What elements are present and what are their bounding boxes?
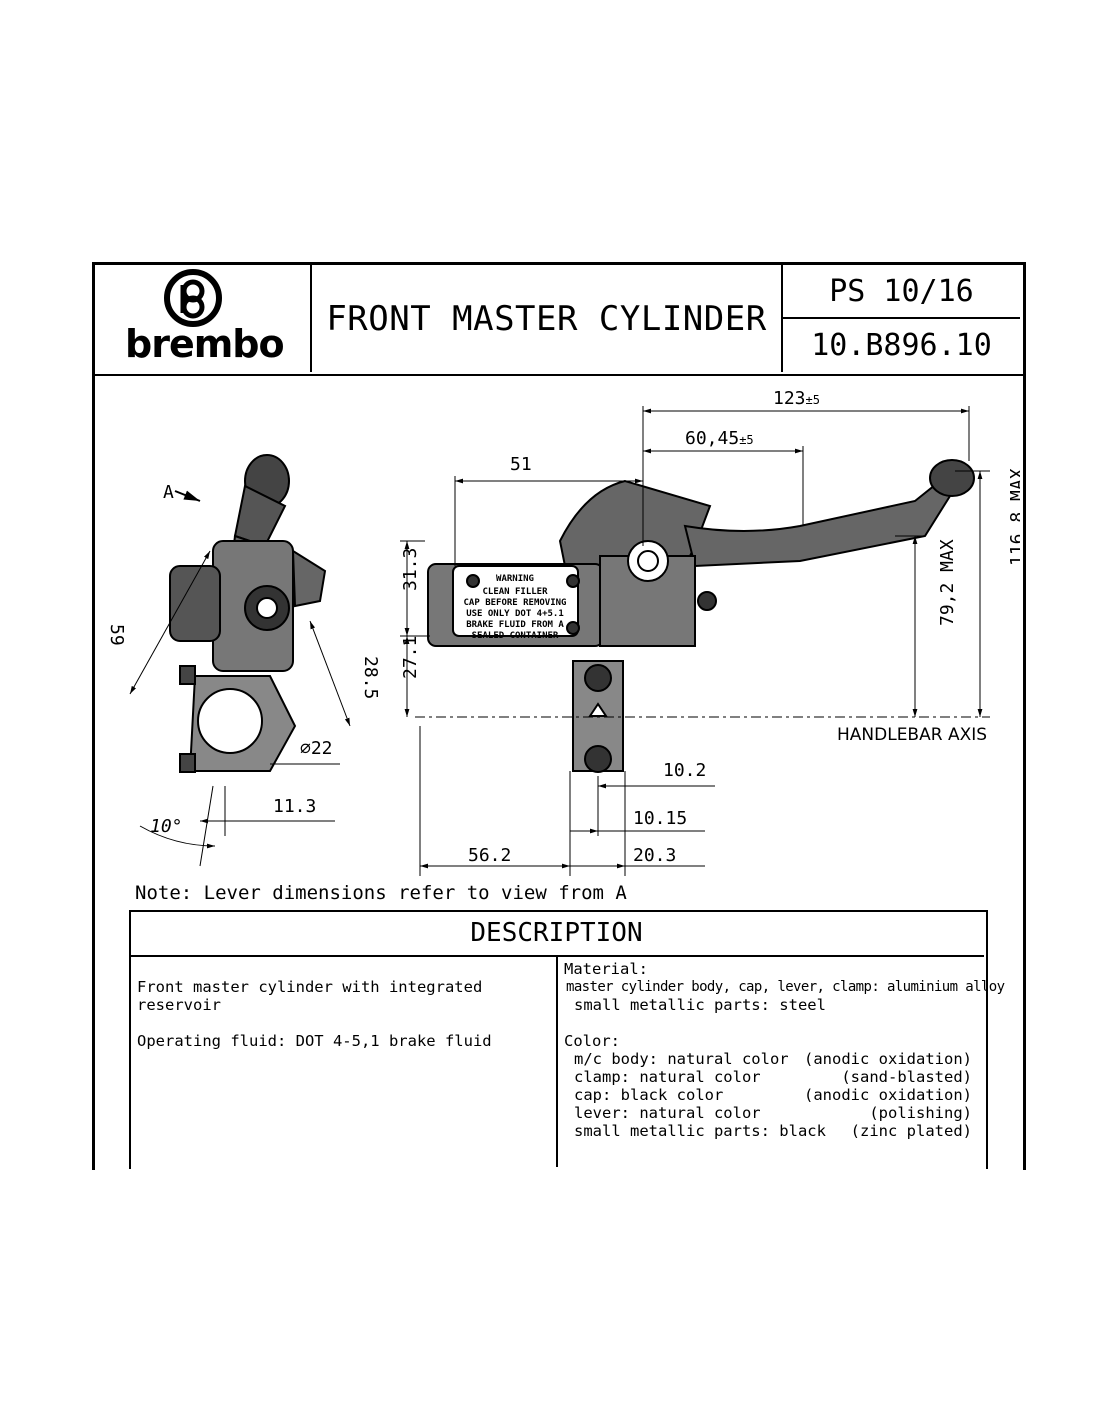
color-part-1: m/c body: natural color [574, 1050, 789, 1068]
lever-note: Note: Lever dimensions refer to view fro… [135, 882, 627, 904]
description-column-split [556, 955, 558, 1167]
view-a-label: A [163, 482, 174, 503]
warning-line-5: BRAKE FLUID FROM A [466, 620, 564, 630]
color-part-3: cap: black color [574, 1086, 724, 1104]
warning-line-1: WARNING [496, 574, 534, 584]
brand-wordmark: brembo [125, 322, 285, 366]
technical-drawing: A 59 28.5 ⌀22 11.3 10° [106, 388, 1020, 876]
material-title: Material: [564, 960, 648, 978]
dim-51: 51 [510, 454, 532, 475]
drawing-sheet-frame [92, 262, 1026, 1170]
dim-116-8-max: 116.8 MAX [1007, 468, 1020, 566]
dim-10-2: 10.2 [663, 760, 706, 781]
dim-27-1: 27.1 [400, 636, 421, 679]
warning-line-6: SEALED CONTAINER [472, 631, 559, 641]
side-view [169, 454, 327, 773]
dim-20-3: 20.3 [633, 845, 676, 866]
dim-10-deg: 10° [150, 816, 183, 837]
desc-operating-fluid: Operating fluid: DOT 4-5,1 brake fluid [137, 1032, 492, 1050]
desc-left-line-2: reservoir [137, 996, 221, 1014]
part-code-top: PS 10/16 [783, 265, 1020, 319]
color-finish-5: (zinc plated) [850, 1122, 972, 1140]
material-line-2: small metallic parts: steel [574, 996, 826, 1014]
dim-123: 123±5 [773, 388, 820, 409]
dim-59: 59 [106, 624, 127, 646]
color-finish-4: (polishing) [869, 1104, 972, 1122]
color-part-2: clamp: natural color [574, 1068, 761, 1086]
front-view [427, 459, 975, 773]
color-finish-1: (anodic oxidation) [804, 1050, 972, 1068]
title-block [92, 262, 1026, 376]
warning-line-3: CAP BEFORE REMOVING [464, 598, 567, 608]
dim-28-5: 28.5 [360, 656, 381, 699]
handlebar-axis-label: HANDLEBAR AXIS [837, 725, 987, 745]
dim-79-2-max: 79,2 MAX [937, 539, 958, 626]
color-finish-2: (sand-blasted) [841, 1068, 972, 1086]
part-code-bottom: 10.B896.10 [811, 328, 992, 363]
desc-left-line-1: Front master cylinder with integrated [137, 978, 483, 996]
dim-31-3: 31.3 [400, 548, 421, 591]
warning-line-4: USE ONLY DOT 4+5.1 [466, 609, 564, 619]
description-title: DESCRIPTION [470, 918, 643, 948]
warning-line-2: CLEAN FILLER [482, 587, 548, 597]
dim-10-15: 10.15 [633, 808, 687, 829]
brembo-logo-icon [164, 269, 222, 327]
color-title: Color: [564, 1032, 620, 1050]
dim-60-45: 60,45±5 [685, 428, 754, 449]
description-box [129, 910, 988, 1169]
color-finish-3: (anodic oxidation) [804, 1086, 972, 1104]
color-part-4: lever: natural color [574, 1104, 761, 1122]
color-part-5: small metallic parts: black [574, 1122, 826, 1140]
drawing-title: FRONT MASTER CYLINDER [312, 265, 783, 372]
dim-22: ⌀22 [300, 738, 333, 759]
material-line-1: master cylinder body, cap, lever, clamp:… [566, 979, 1005, 995]
dim-11-3: 11.3 [273, 796, 316, 817]
dim-56-2: 56.2 [468, 845, 511, 866]
logo-cell [95, 265, 312, 372]
